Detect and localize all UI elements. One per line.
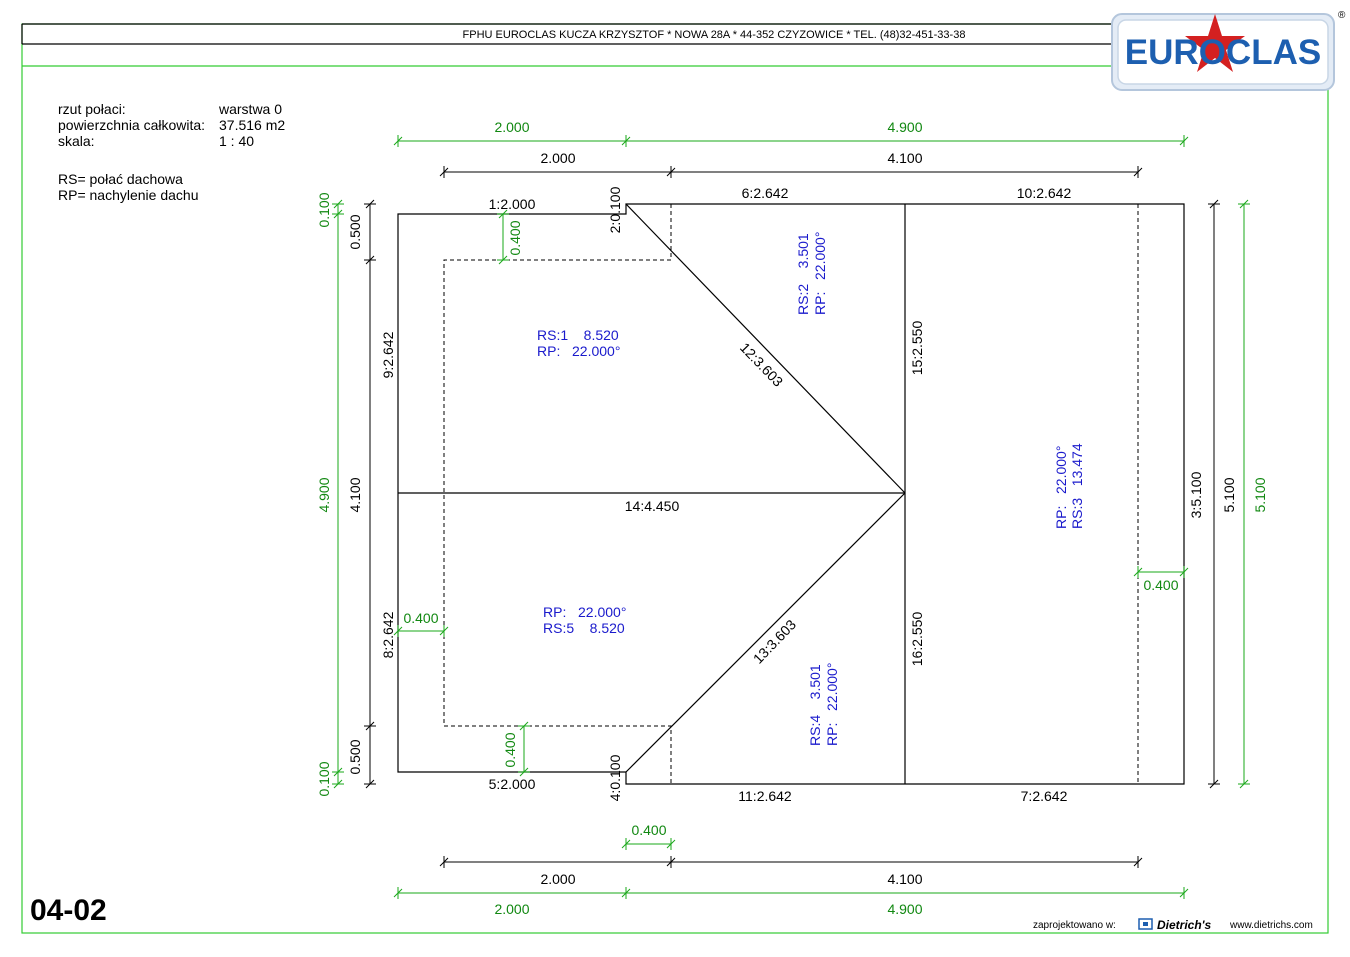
footer-designed-in: zaprojektowano w: xyxy=(1033,920,1116,931)
rs3-area: RS:3 13.474 xyxy=(1069,443,1085,529)
dim-right: 3:5.100 5.100 5.100 xyxy=(1188,199,1268,789)
overhang-bottom: 0.400 xyxy=(502,732,518,767)
overhang-dims: 0.400 0.400 0.400 0.400 xyxy=(393,209,1189,777)
rs5-pitch: RP: 22.000° xyxy=(543,604,626,620)
dim-left-black-mid: 4.100 xyxy=(347,477,363,512)
registered-mark: ® xyxy=(1338,10,1346,21)
dim-left-green-bot: 0.100 xyxy=(316,761,332,796)
footer-url: www.dietrichs.com xyxy=(1229,920,1313,931)
edge-14: 14:4.450 xyxy=(625,498,680,514)
dim-right-inner: 3:5.100 xyxy=(1188,471,1204,518)
value-rzut: warstwa 0 xyxy=(218,101,282,117)
dim-bottom-green-small: 0.400 xyxy=(631,822,666,838)
wall-outline-dashed xyxy=(443,204,1139,784)
rs2-pitch: RP: 22.000° xyxy=(812,232,828,315)
edge-11: 11:2.642 xyxy=(738,788,792,804)
dim-left-black: 0.500 4.100 0.500 xyxy=(347,199,377,789)
dim-bottom-green-overhang: 0.400 xyxy=(621,822,676,851)
label-rzut: rzut połaci: xyxy=(58,101,126,117)
dim-top-green-right: 4.900 xyxy=(887,119,922,135)
dim-bottom-black-right: 4.100 xyxy=(887,871,922,887)
edge-6: 6:2.642 xyxy=(742,185,789,201)
dim-left-green-top: 0.100 xyxy=(316,192,332,227)
hip-line-13 xyxy=(625,492,906,773)
overhang-right: 0.400 xyxy=(1143,577,1178,593)
title-block-header: FPHU EUROCLAS KUCZA KRZYSZTOF * NOWA 28A… xyxy=(21,23,1118,67)
rs5-area: RS:5 8.520 xyxy=(543,620,625,636)
company-address-line: FPHU EUROCLAS KUCZA KRZYSZTOF * NOWA 28A… xyxy=(463,29,966,41)
dim-bottom-black-left: 2.000 xyxy=(540,871,575,887)
dim-top-green: 2.000 4.900 xyxy=(393,119,1189,148)
dim-right-green: 5.100 xyxy=(1252,477,1268,512)
edge-1: 1:2.000 xyxy=(489,196,536,212)
footer-brand: Dietrich's xyxy=(1157,918,1212,932)
sheet-frame xyxy=(21,23,1329,934)
value-scale: 1 : 40 xyxy=(219,133,254,149)
drawing-info: rzut połaci: warstwa 0 powierzchnia całk… xyxy=(58,101,285,203)
rs4-area: RS:4 3.501 xyxy=(807,664,823,746)
edge-5: 5:2.000 xyxy=(489,776,536,792)
dim-bottom-green: 2.000 4.900 xyxy=(393,886,1189,917)
overhang-left: 0.400 xyxy=(403,610,438,626)
star-icon xyxy=(1185,14,1245,72)
rs2-area: RS:2 3.501 xyxy=(795,233,811,315)
rs3-pitch: RP: 22.000° xyxy=(1053,446,1069,529)
footer-credit: zaprojektowano w: Dietrich's www.dietric… xyxy=(1033,918,1313,932)
euroclas-logo: EUROCLAS ® xyxy=(1111,10,1346,91)
rs1-area: RS:1 8.520 xyxy=(537,327,619,343)
logo-text: EUROCLAS xyxy=(1125,33,1321,72)
dim-bottom-green-right: 4.900 xyxy=(887,901,922,917)
dim-bottom-black: 2.000 4.100 xyxy=(439,855,1143,887)
legend-rp: RP= nachylenie dachu xyxy=(58,187,199,203)
edge-2: 2:0.100 xyxy=(607,186,623,233)
dim-top-black: 2.000 4.100 xyxy=(439,150,1143,179)
drawing-code: 04-02 xyxy=(30,894,107,927)
dim-left-black-top: 0.500 xyxy=(347,214,363,249)
dim-left-green: 0.100 4.900 0.100 xyxy=(316,192,345,797)
edge-15: 15:2.550 xyxy=(909,321,925,376)
roof-outline xyxy=(397,203,1185,785)
rs1-pitch: RP: 22.000° xyxy=(537,343,620,359)
label-scale: skala: xyxy=(58,133,95,149)
edge-7: 7:2.642 xyxy=(1021,788,1068,804)
value-area: 37.516 m2 xyxy=(219,117,285,133)
dim-top-black-right: 4.100 xyxy=(887,150,922,166)
surface-labels: RS:1 8.520 RP: 22.000° RP: 22.000° RS:5 … xyxy=(537,232,1085,746)
edge-4: 4:0.100 xyxy=(607,754,623,801)
hip-line-12 xyxy=(625,203,906,494)
dim-bottom-green-left: 2.000 xyxy=(494,901,529,917)
edge-10: 10:2.642 xyxy=(1017,185,1072,201)
dim-top-green-left: 2.000 xyxy=(494,119,529,135)
legend-rs: RS= połać dachowa xyxy=(58,171,183,187)
edge-8: 8:2.642 xyxy=(380,611,396,658)
dim-right-black: 5.100 xyxy=(1221,477,1237,512)
edge-labels: 1:2.000 2:0.100 4:0.100 5:2.000 6:2.642 … xyxy=(380,185,1071,804)
dim-left-green-mid: 4.900 xyxy=(316,477,332,512)
rs4-pitch: RP: 22.000° xyxy=(824,663,840,746)
overhang-top: 0.400 xyxy=(507,220,523,255)
label-area: powierzchnia całkowita: xyxy=(58,117,205,133)
dim-top-black-left: 2.000 xyxy=(540,150,575,166)
edge-16: 16:2.550 xyxy=(909,612,925,667)
dim-left-black-bot: 0.500 xyxy=(347,739,363,774)
edge-12: 12:3.603 xyxy=(737,339,787,389)
edge-9: 9:2.642 xyxy=(380,331,396,378)
